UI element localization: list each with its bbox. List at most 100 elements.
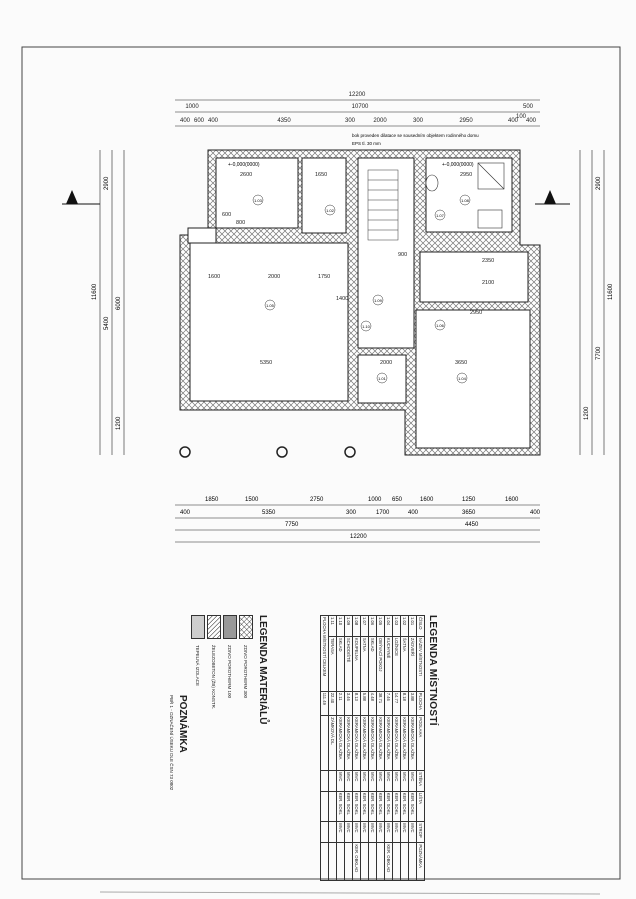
table-cell: KERAMICKÁ DLAŽBA — [336, 715, 345, 771]
right-dimensions: 11600 2900 7700 1200 — [579, 150, 614, 455]
svg-text:400: 400 — [530, 510, 541, 516]
svg-text:1000: 1000 — [185, 104, 199, 110]
table-cell — [328, 770, 337, 792]
table-cell: MVC — [360, 770, 369, 792]
svg-text:400: 400 — [208, 118, 219, 124]
fixtures — [425, 162, 505, 229]
svg-text:2000: 2000 — [268, 274, 280, 280]
svg-text:1600: 1600 — [208, 274, 220, 280]
svg-text:1200: 1200 — [584, 406, 590, 420]
table-cell: 1.09 — [344, 615, 353, 637]
table-cell — [328, 842, 337, 881]
table-cell: KER. SOKL — [360, 791, 369, 822]
svg-text:400: 400 — [408, 510, 419, 516]
table-cell: 1.06 — [368, 615, 377, 637]
svg-text:1.02: 1.02 — [326, 208, 335, 213]
table-cell: KER. OBKLAD — [384, 842, 393, 881]
sheet-border — [21, 46, 621, 880]
material-item: ZDIVO POROTHERM 300 — [239, 615, 253, 765]
table-cell: 3.46 — [344, 691, 353, 716]
top-dimensions: 12200 1000 10700 500 400 600 400 4350 30… — [175, 92, 540, 127]
column-header: LIŠTA — [416, 791, 425, 822]
svg-text:400: 400 — [526, 118, 537, 124]
column-header: POZNÁMKA — [416, 842, 425, 881]
svg-text:2900: 2900 — [104, 176, 110, 190]
table-cell: KERAMICKÁ DLAŽBA — [360, 715, 369, 771]
table-cell: MVC — [392, 821, 401, 843]
svg-text:1700: 1700 — [376, 510, 390, 516]
svg-text:1.05: 1.05 — [266, 303, 275, 308]
table-cell: SKLAD — [336, 636, 345, 692]
svg-text:4450: 4450 — [465, 522, 479, 528]
svg-text:11600: 11600 — [92, 283, 98, 300]
table-cell: KERAMICKÁ DLAŽBA — [376, 715, 385, 771]
table-cell: KER. SOKL — [368, 791, 377, 822]
svg-text:1200: 1200 — [116, 416, 122, 430]
table-cell: 1.01 — [408, 615, 417, 637]
table-cell: KER. SOKL — [392, 791, 401, 822]
plan-note: bok proveden dilatace se sousedním objek… — [352, 133, 479, 138]
svg-text:1850: 1850 — [205, 497, 219, 503]
table-cell: KER. SOKL — [336, 791, 345, 822]
table-cell: SATNA — [360, 636, 369, 692]
table-cell: MVC — [408, 821, 417, 843]
svg-text:2000: 2000 — [380, 360, 392, 366]
svg-text:+-0,000(0000): +-0,000(0000) — [442, 162, 474, 168]
table-cell: MVC — [368, 821, 377, 843]
table-cell: 4.48 — [368, 691, 377, 716]
table-cell — [376, 842, 385, 881]
svg-text:1600: 1600 — [505, 497, 519, 503]
table-cell: MVC — [344, 770, 353, 792]
svg-text:400: 400 — [508, 118, 519, 124]
table-cell — [400, 842, 409, 881]
svg-text:5350: 5350 — [262, 510, 276, 516]
table-cell: MVC — [336, 770, 345, 792]
table-cell: 1.04 — [384, 615, 393, 637]
table-cell — [344, 842, 353, 881]
svg-text:12200: 12200 — [349, 92, 366, 98]
svg-text:300: 300 — [413, 118, 424, 124]
svg-text:500: 500 — [523, 104, 534, 110]
left-dimensions: 11600 2900 5400 6000 1200 — [92, 150, 125, 455]
interior-dimensions: 2600 1650 2950 2000 1600 1750 5350 2000 … — [208, 172, 494, 366]
table-cell: KUCHYNĚ — [384, 636, 393, 692]
materials-legend-title: LEGENDA MATERIÁLŮ — [257, 615, 268, 725]
stairs — [367, 169, 399, 241]
svg-text:5350: 5350 — [260, 360, 272, 366]
table-cell: KOUPELNA — [352, 636, 361, 692]
svg-text:1650: 1650 — [315, 172, 327, 178]
svg-text:1.10: 1.10 — [362, 324, 371, 329]
table-cell — [328, 791, 337, 822]
table-cell: SCHODIŠTĚ — [344, 636, 353, 692]
svg-text:2950: 2950 — [470, 310, 482, 316]
svg-text:10700: 10700 — [352, 104, 369, 110]
svg-text:1750: 1750 — [318, 274, 330, 280]
total-label: PLOCHA MÍSTNOSTÍ CELKEM — [320, 615, 329, 692]
table-cell: MVC — [360, 821, 369, 843]
svg-text:2350: 2350 — [482, 258, 494, 264]
note-text: PBŘ 1 - OZNAČENÍ ÚSEKU DLE ČSN 73 0802 — [169, 695, 174, 791]
table-cell: MVC — [352, 821, 361, 843]
materials-legend: LEGENDA MATERIÁLŮ ZDIVO POROTHERM 300 ZD… — [191, 615, 268, 765]
note: POZNÁMKA PBŘ 1 - OZNAČENÍ ÚSEKU DLE ČSN … — [158, 695, 188, 825]
dotted-swatch-icon — [191, 615, 205, 639]
table-cell: 1.11 — [328, 615, 337, 637]
table-cell: ŠATNA — [400, 636, 409, 692]
room-legend-title: LEGENDA MÍSTNOSTÍ — [427, 615, 438, 726]
section-markers — [62, 190, 570, 205]
table-cell: KER. SOKL — [352, 791, 361, 822]
table-cell: 14.77 — [392, 691, 401, 716]
material-item: ZDIVO POROTHERM 100 — [223, 615, 237, 765]
table-cell: 1.07 — [360, 615, 369, 637]
table-cell: MVC — [368, 770, 377, 792]
svg-text:600: 600 — [194, 118, 205, 124]
levels: +-0,000(0000) +-0,000(0000) — [228, 162, 474, 168]
svg-text:4350: 4350 — [277, 118, 291, 124]
